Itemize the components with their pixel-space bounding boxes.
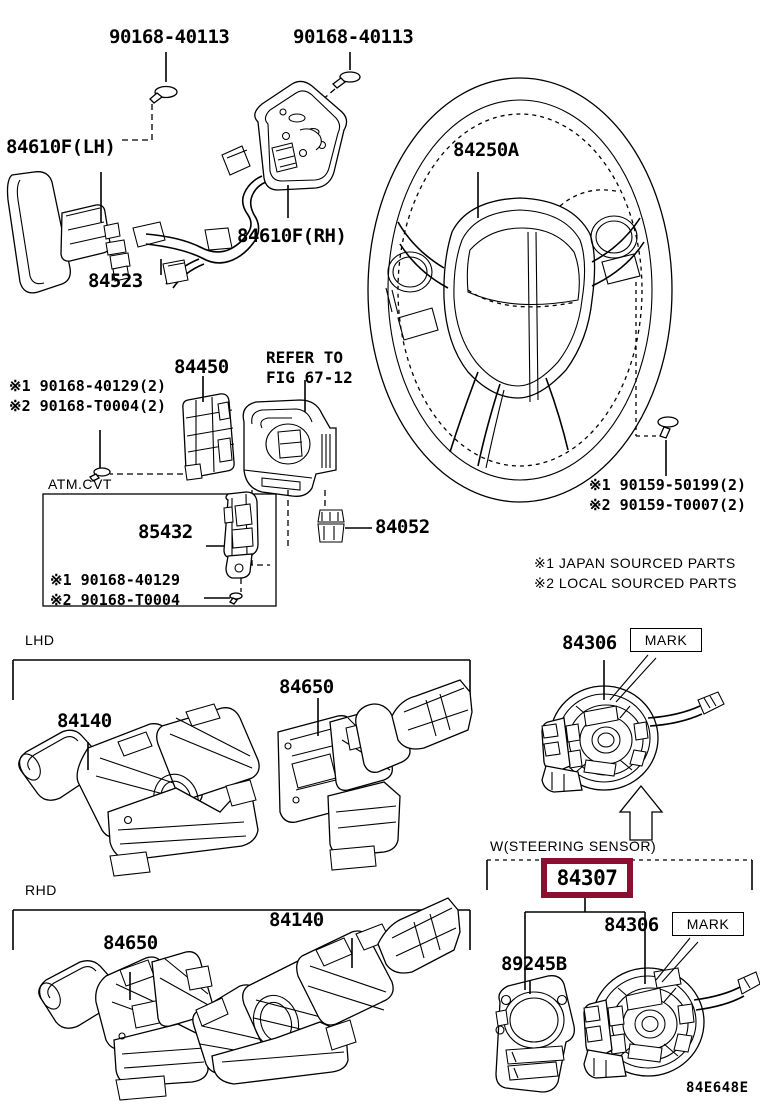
label-atm-cvt-title: ATM.CVT — [48, 476, 112, 492]
mark-box-lower: MARK — [672, 912, 744, 936]
label-part-89245b: 89245B — [501, 953, 567, 975]
steering-sensor-bracket — [486, 859, 753, 956]
label-wire-84523: 84523 — [88, 270, 143, 292]
atm-cvt-box — [42, 493, 277, 607]
label-rhd-title: RHD — [25, 882, 57, 898]
part-84450-art — [89, 376, 235, 482]
part-85432-art — [204, 491, 259, 605]
rhd-bracket — [12, 909, 471, 950]
part-84052-art — [317, 509, 372, 543]
steering-wheel-art — [367, 77, 679, 503]
label-rhd-84140: 84140 — [269, 909, 324, 931]
spiral-cable-upper-art — [541, 654, 725, 841]
mark-box-upper: MARK — [630, 628, 702, 652]
highlighted-part-84307[interactable]: 84307 — [541, 858, 633, 898]
label-lhd-title: LHD — [25, 632, 55, 648]
lhd-bracket — [12, 659, 471, 700]
highlighted-part-number: 84307 — [556, 866, 618, 890]
label-bolt-left: 90168-40113 — [109, 26, 230, 48]
label-lhd-84650: 84650 — [279, 676, 334, 698]
label-spiral-lower-84306: 84306 — [604, 914, 659, 936]
legend-japan-sourced: ※1 JAPAN SOURCED PARTS — [534, 555, 736, 571]
bolt-leader-left — [120, 52, 178, 141]
label-part-84052: 84052 — [375, 516, 430, 538]
note-atm-screw-1: ※1 90168-40129 — [50, 571, 180, 589]
note-wheel-bolt-1: ※1 90159-50199(2) — [589, 476, 747, 494]
note-screw-2: ※2 90168-T0004(2) — [9, 397, 167, 415]
label-spiral-upper-84306: 84306 — [562, 632, 617, 654]
rhd-84650-art — [38, 951, 213, 1101]
mark-label-upper: MARK — [644, 632, 688, 648]
label-wheel-84250a: 84250A — [453, 139, 519, 161]
label-bolt-right: 90168-40113 — [293, 26, 414, 48]
label-rhd-84650: 84650 — [103, 932, 158, 954]
column-cover-art — [242, 380, 337, 566]
note-screw-1: ※1 90168-40129(2) — [9, 377, 167, 395]
label-refer-line2: FIG 67-12 — [266, 368, 353, 387]
label-part-85432: 85432 — [138, 521, 193, 543]
label-switch-rh: 84610F(RH) — [237, 225, 347, 247]
label-refer-line1: REFER TO — [266, 348, 344, 367]
label-part-84450: 84450 — [174, 356, 229, 378]
rhd-84140-art — [192, 897, 461, 1085]
label-lhd-84140: 84140 — [57, 710, 112, 732]
wire-harness-art — [132, 145, 271, 289]
label-switch-lh: 84610F(LH) — [6, 136, 116, 158]
switch-rh-art — [254, 80, 348, 218]
legend-local-sourced: ※2 LOCAL SOURCED PARTS — [534, 575, 737, 591]
sensor-89245b-art — [495, 956, 575, 1093]
label-steering-sensor-title: W(STEERING SENSOR) — [490, 838, 657, 854]
mark-label-lower: MARK — [686, 916, 730, 932]
lhd-84650-art — [277, 679, 473, 871]
switch-lh-art — [6, 171, 131, 294]
note-wheel-bolt-2: ※2 90159-T0007(2) — [589, 496, 747, 514]
lhd-84140-art — [18, 703, 260, 877]
figure-code: 84E648E — [686, 1080, 749, 1096]
spiral-cable-lower-art — [583, 937, 760, 1079]
note-atm-screw-2: ※2 90168-T0004 — [50, 591, 180, 609]
